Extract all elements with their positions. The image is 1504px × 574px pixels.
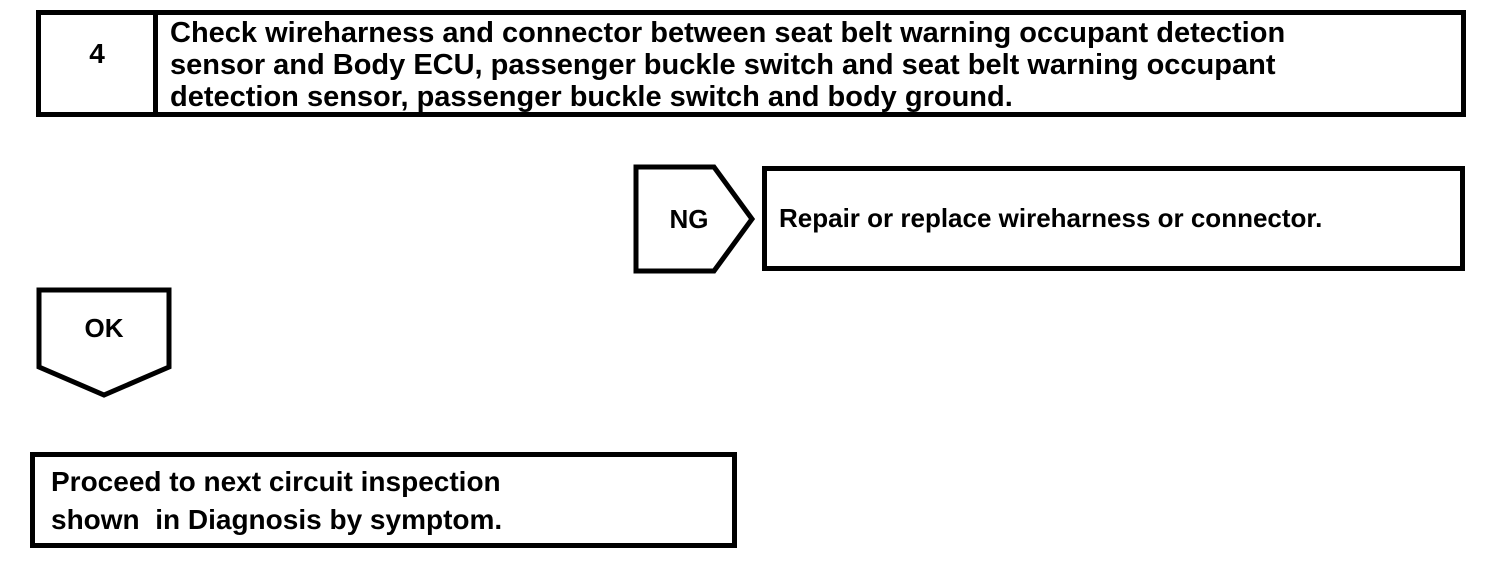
step-number: 4 (89, 37, 105, 69)
step-instruction: Check wireharness and connector between … (158, 15, 1461, 112)
ng-arrow-shape (633, 164, 755, 274)
ok-label: OK (84, 312, 124, 343)
ok-result-box: Proceed to next circuit inspection shown… (30, 452, 737, 548)
ng-connector: NG (633, 164, 755, 274)
ok-connector: OK (36, 287, 172, 399)
step-box: 4 Check wireharness and connector betwee… (36, 10, 1466, 117)
ok-arrow-shape (36, 287, 172, 398)
instruction-line-1: Check wireharness and connector between … (170, 17, 1286, 49)
ng-result-text: Repair or replace wireharness or connect… (779, 203, 1323, 233)
instruction-line-3: detection sensor, passenger buckle switc… (170, 81, 1013, 112)
ng-result-box: Repair or replace wireharness or connect… (762, 166, 1465, 271)
instruction-line-2: sensor and Body ECU, passenger buckle sw… (170, 49, 1276, 81)
ok-result-line-1: Proceed to next circuit inspection (51, 466, 501, 497)
step-number-cell: 4 (41, 15, 158, 112)
ok-result-line-2: shown in Diagnosis by symptom. (51, 504, 503, 535)
ng-label: NG (669, 203, 709, 234)
